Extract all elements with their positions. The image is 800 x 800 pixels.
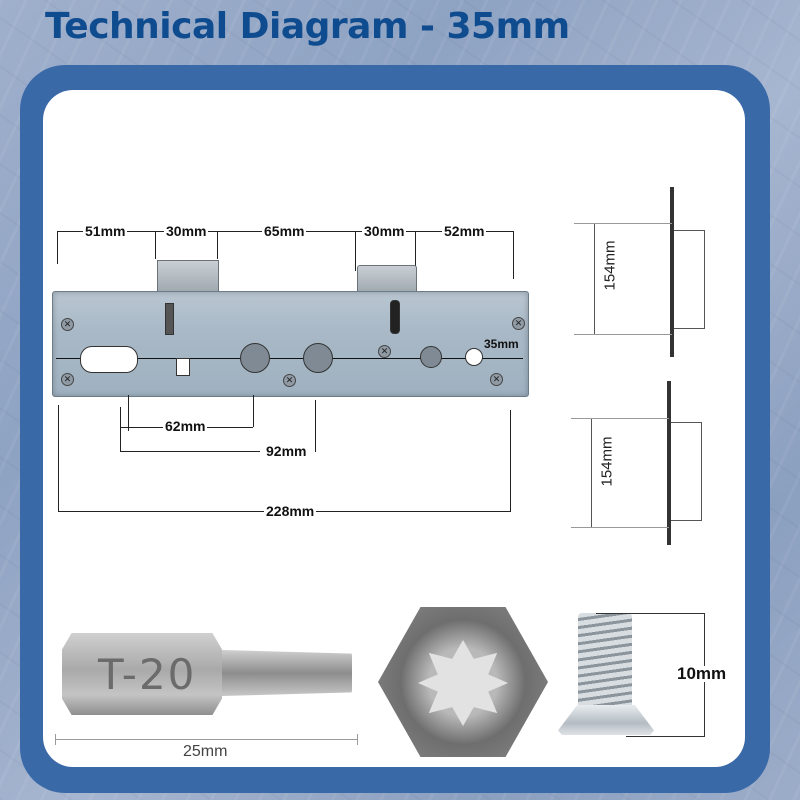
bit-dimension-tick (55, 734, 56, 745)
dim-25mm: 25mm (183, 743, 228, 760)
follower (420, 346, 442, 368)
dim-30mm-second: 30mm (362, 223, 407, 239)
bit-engraving: T-20 (98, 650, 197, 699)
dim-65mm: 65mm (262, 223, 307, 239)
dim-30mm-first: 30mm (164, 223, 209, 239)
torx-bit-tip (222, 650, 352, 696)
screw-dimension-line (626, 736, 705, 737)
dim-51mm: 51mm (83, 223, 128, 239)
screw-icon: ✕ (512, 317, 525, 330)
latch (357, 265, 417, 295)
dim-52mm: 52mm (442, 223, 487, 239)
vertical-slot (390, 300, 400, 334)
torx-star-icon (418, 640, 508, 726)
screw-icon: ✕ (283, 374, 296, 387)
screw-icon: ✕ (61, 373, 74, 386)
lever-spindle (240, 343, 270, 373)
countersunk-screw-head (558, 705, 654, 735)
page-title: Technical Diagram - 35mm (45, 6, 570, 47)
screw-dimension-line (596, 613, 705, 614)
round-hole (465, 348, 483, 366)
dim-backset-35mm: 35mm (484, 337, 519, 351)
vertical-slot (165, 303, 174, 335)
dim-10mm: 10mm (675, 664, 729, 683)
screw-icon: ✕ (490, 373, 503, 386)
side-view-bottom-154mm: 154mm (598, 436, 616, 487)
screw-icon: ✕ (61, 318, 74, 331)
screw-thread (578, 613, 632, 709)
screw-icon: ✕ (378, 345, 391, 358)
dim-228mm: 228mm (264, 503, 317, 519)
side-view-top-154mm: 154mm (601, 240, 619, 291)
handle-spindle (303, 343, 333, 373)
dim-62mm: 62mm (163, 418, 208, 434)
bit-dimension-tick (357, 734, 358, 745)
centerline (56, 358, 523, 359)
bit-dimension-line (55, 739, 357, 740)
slot (176, 358, 190, 376)
torx-bit (62, 633, 222, 715)
euro-cylinder-keyway (80, 346, 138, 373)
dim-92mm: 92mm (264, 443, 309, 459)
deadbolt (157, 260, 219, 295)
